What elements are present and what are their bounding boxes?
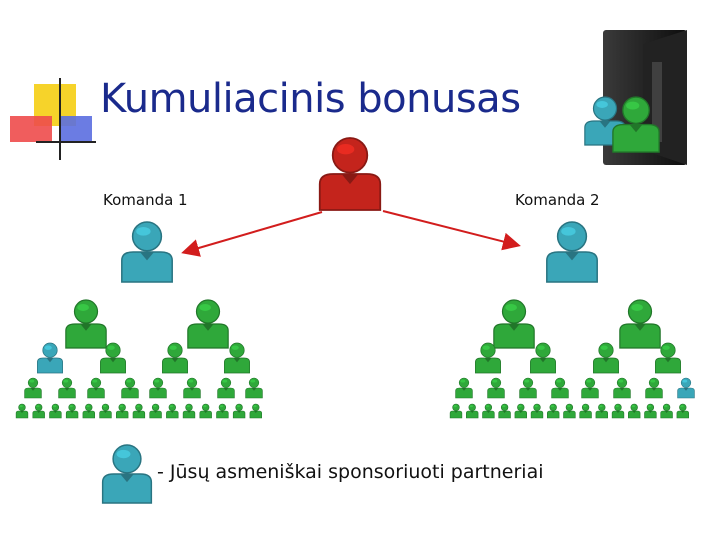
team-2-level-5-icon [611,403,625,419]
team-2-level-5-icon [676,403,689,419]
team-2-level-5-icon [563,403,576,419]
team-2-level-4-icon [581,377,599,399]
team-2-level-5-icon [498,403,511,419]
team-2-level-5-icon [449,403,463,419]
team-2-level-5-icon [547,403,560,419]
sponsor-person-icon [318,137,382,211]
team-1-level-5-icon [199,403,212,419]
team-2-level-5-icon [660,403,673,419]
team-1-level-4-icon [217,377,235,399]
team-2-level-4-icon [519,377,537,399]
people-layer [15,96,695,504]
team-2-level-4-icon [613,377,631,399]
team-1-level-4-icon [149,377,167,399]
team-1-level-5-icon [149,403,162,419]
team-2-leader-icon [546,221,598,283]
team-1-level-4-icon [24,377,42,399]
team-1-level-3-icon [162,342,188,374]
team-2-level-5-icon [644,403,657,419]
team-1-label: Komanda 1 [103,191,188,209]
team-1-personal-partner-icon [37,342,63,374]
team-2-level-5-icon [482,403,495,419]
team-2-level-5-icon [595,403,608,419]
team-1-level-5-icon [49,403,62,419]
title-decoration [10,78,96,160]
arrow-to-team-2 [382,210,521,251]
team-2-level-5-icon [530,403,544,419]
team-1-level-5-icon [132,403,146,419]
team-1-level-4-icon [58,377,76,399]
team-1-level-5-icon [32,403,45,419]
team-2-level-5-icon [579,403,592,419]
team-1-level-5-icon [15,403,29,419]
team-1-level-5-icon [182,403,196,419]
team-1-level-5-icon [82,403,95,419]
team-2-level-3-icon [530,342,556,374]
folder-user-icon-green [612,96,660,153]
legend-person-icon [101,444,153,504]
team-2-level-5-icon [514,403,527,419]
team-1-level-5-icon [116,403,129,419]
team-1-level-4-icon [121,377,139,399]
team-2-personal-partner-icon [677,377,695,399]
team-1-level-5-icon [166,403,179,419]
team-1-level-3-icon [100,342,126,374]
team-2-level-5-icon [628,403,641,419]
team-2-level-4-icon [551,377,569,399]
team-2-level-5-icon [466,403,479,419]
team-1-level-2-icon [187,299,229,349]
team-2-level-3-icon [593,342,619,374]
team-1-level-5-icon [65,403,79,419]
team-1-leader-icon [121,221,173,283]
team-1-level-2-icon [65,299,107,349]
team-2-level-3-icon [655,342,681,374]
team-2-level-2-icon [619,299,661,349]
arrow-to-team-1 [181,211,323,257]
legend-text: - Jūsų asmeniškai sponsoriuoti partneria… [157,461,544,483]
team-2-level-3-icon [475,342,501,374]
team-2-level-4-icon [455,377,473,399]
team-1-level-5-icon [99,403,112,419]
team-2-level-4-icon [487,377,505,399]
team-2-level-4-icon [645,377,663,399]
team-1-level-5-icon [216,403,229,419]
team-1-level-4-icon [245,377,263,399]
team-1-level-4-icon [87,377,105,399]
team-1-level-5-icon [232,403,246,419]
team-2-level-2-icon [493,299,535,349]
team-1-level-4-icon [183,377,201,399]
team-2-label: Komanda 2 [515,191,600,209]
team-1-level-5-icon [249,403,262,419]
team-1-level-3-icon [224,342,250,374]
page-title: Kumuliacinis bonusas [100,76,521,122]
